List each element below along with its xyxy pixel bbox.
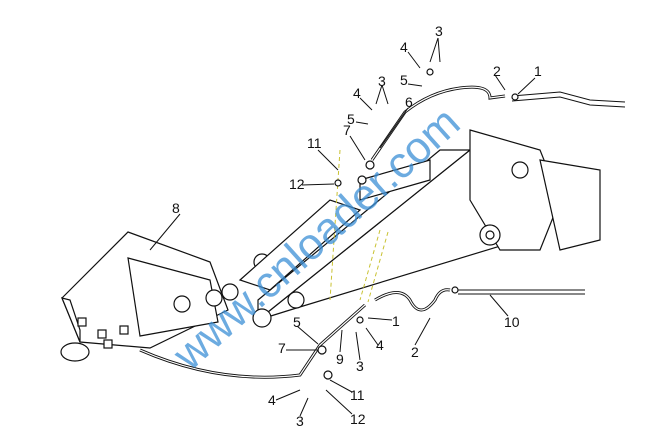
callout-10: 10 [504, 314, 520, 330]
boom-arm [221, 129, 601, 328]
callout-4: 4 [376, 337, 384, 353]
callout-3: 3 [356, 358, 364, 374]
callout-11: 11 [350, 387, 365, 403]
fittings [317, 68, 519, 380]
callout-5: 5 [400, 72, 408, 88]
callout-labels: 3 4 5 2 1 3 4 5 6 7 11 12 8 10 1 2 4 3 5… [172, 23, 542, 429]
callout-12: 12 [350, 411, 366, 427]
callout-1: 1 [534, 63, 542, 79]
callout-9: 9 [336, 351, 344, 367]
callout-4: 4 [268, 392, 276, 408]
callout-7: 7 [278, 340, 286, 356]
hose-lines [139, 85, 626, 379]
callout-8: 8 [172, 200, 180, 216]
callout-2: 2 [411, 344, 419, 360]
callout-4: 4 [353, 85, 361, 101]
callout-6: 6 [405, 94, 413, 110]
callout-4: 4 [400, 39, 408, 55]
callout-3: 3 [378, 73, 386, 89]
callout-5: 5 [293, 314, 301, 330]
boom-mount-bracket [60, 231, 229, 362]
callout-5: 5 [347, 111, 355, 127]
callout-7: 7 [343, 122, 351, 138]
callout-12: 12 [289, 176, 305, 192]
leader-lines [149, 37, 536, 417]
callout-1: 1 [392, 313, 400, 329]
callout-3: 3 [296, 413, 304, 429]
callout-2: 2 [493, 63, 501, 79]
callout-11: 11 [307, 135, 322, 151]
callout-3: 3 [435, 23, 443, 39]
